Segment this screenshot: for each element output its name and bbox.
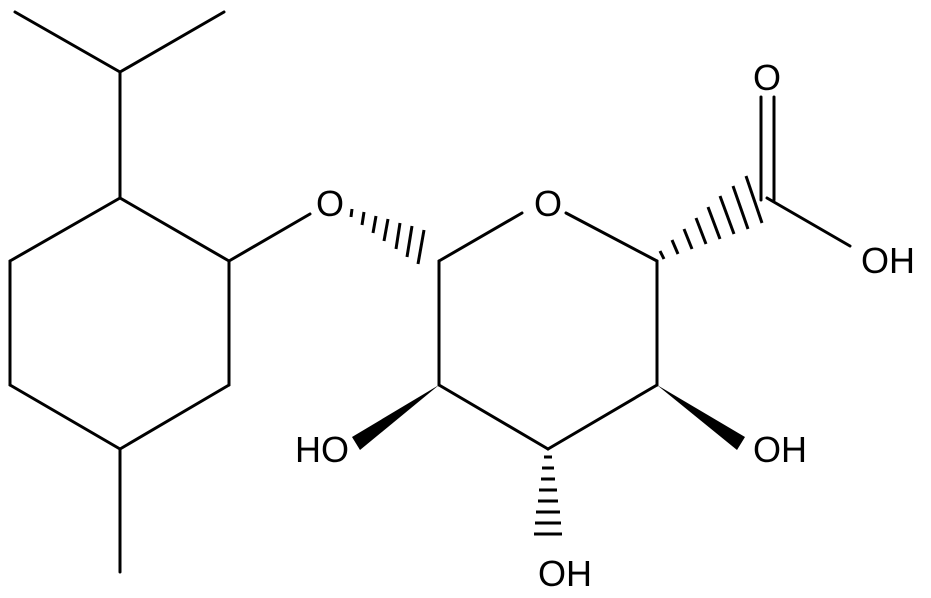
hashed-bond-c5-cooh: [658, 175, 764, 260]
bond-ring-o-c5: [564, 211, 659, 263]
bond-isopropyl-methyl-right: [118, 10, 226, 74]
ring-oxygen-label: O: [534, 183, 562, 224]
menthyl-group: [8, 10, 312, 574]
hydroxyl-right-label: OH: [753, 429, 807, 470]
bond-ring-ether-o: [227, 212, 312, 263]
carbonyl-oxygen-label: O: [753, 57, 781, 98]
wedge-bond-c4-oh: [657, 385, 745, 450]
carboxyl-group: [759, 95, 852, 248]
ring-bond-1: [8, 196, 122, 263]
bond-isopropyl-methyl-left: [13, 10, 122, 74]
acid-hydroxyl-label: OH: [861, 240, 915, 281]
ring-bond-4: [118, 383, 231, 451]
wedge-bond-c2-oh: [352, 385, 439, 450]
hydroxyl-bottom-label: OH: [538, 553, 592, 594]
bond-c1-ring-o: [437, 211, 524, 263]
ring-bond-6: [118, 196, 231, 263]
pyranose-ring: [437, 211, 659, 451]
hashed-bond-o-c1: [349, 208, 426, 265]
bond-c-oh: [765, 196, 852, 248]
bond-c3-c2: [437, 383, 550, 451]
hydroxyl-left-label: HO: [295, 429, 349, 470]
ring-bond-3: [8, 383, 122, 451]
hashed-bond-c3-oh: [534, 455, 562, 536]
bond-c4-c3: [546, 383, 659, 451]
ether-oxygen-label: O: [316, 183, 344, 224]
